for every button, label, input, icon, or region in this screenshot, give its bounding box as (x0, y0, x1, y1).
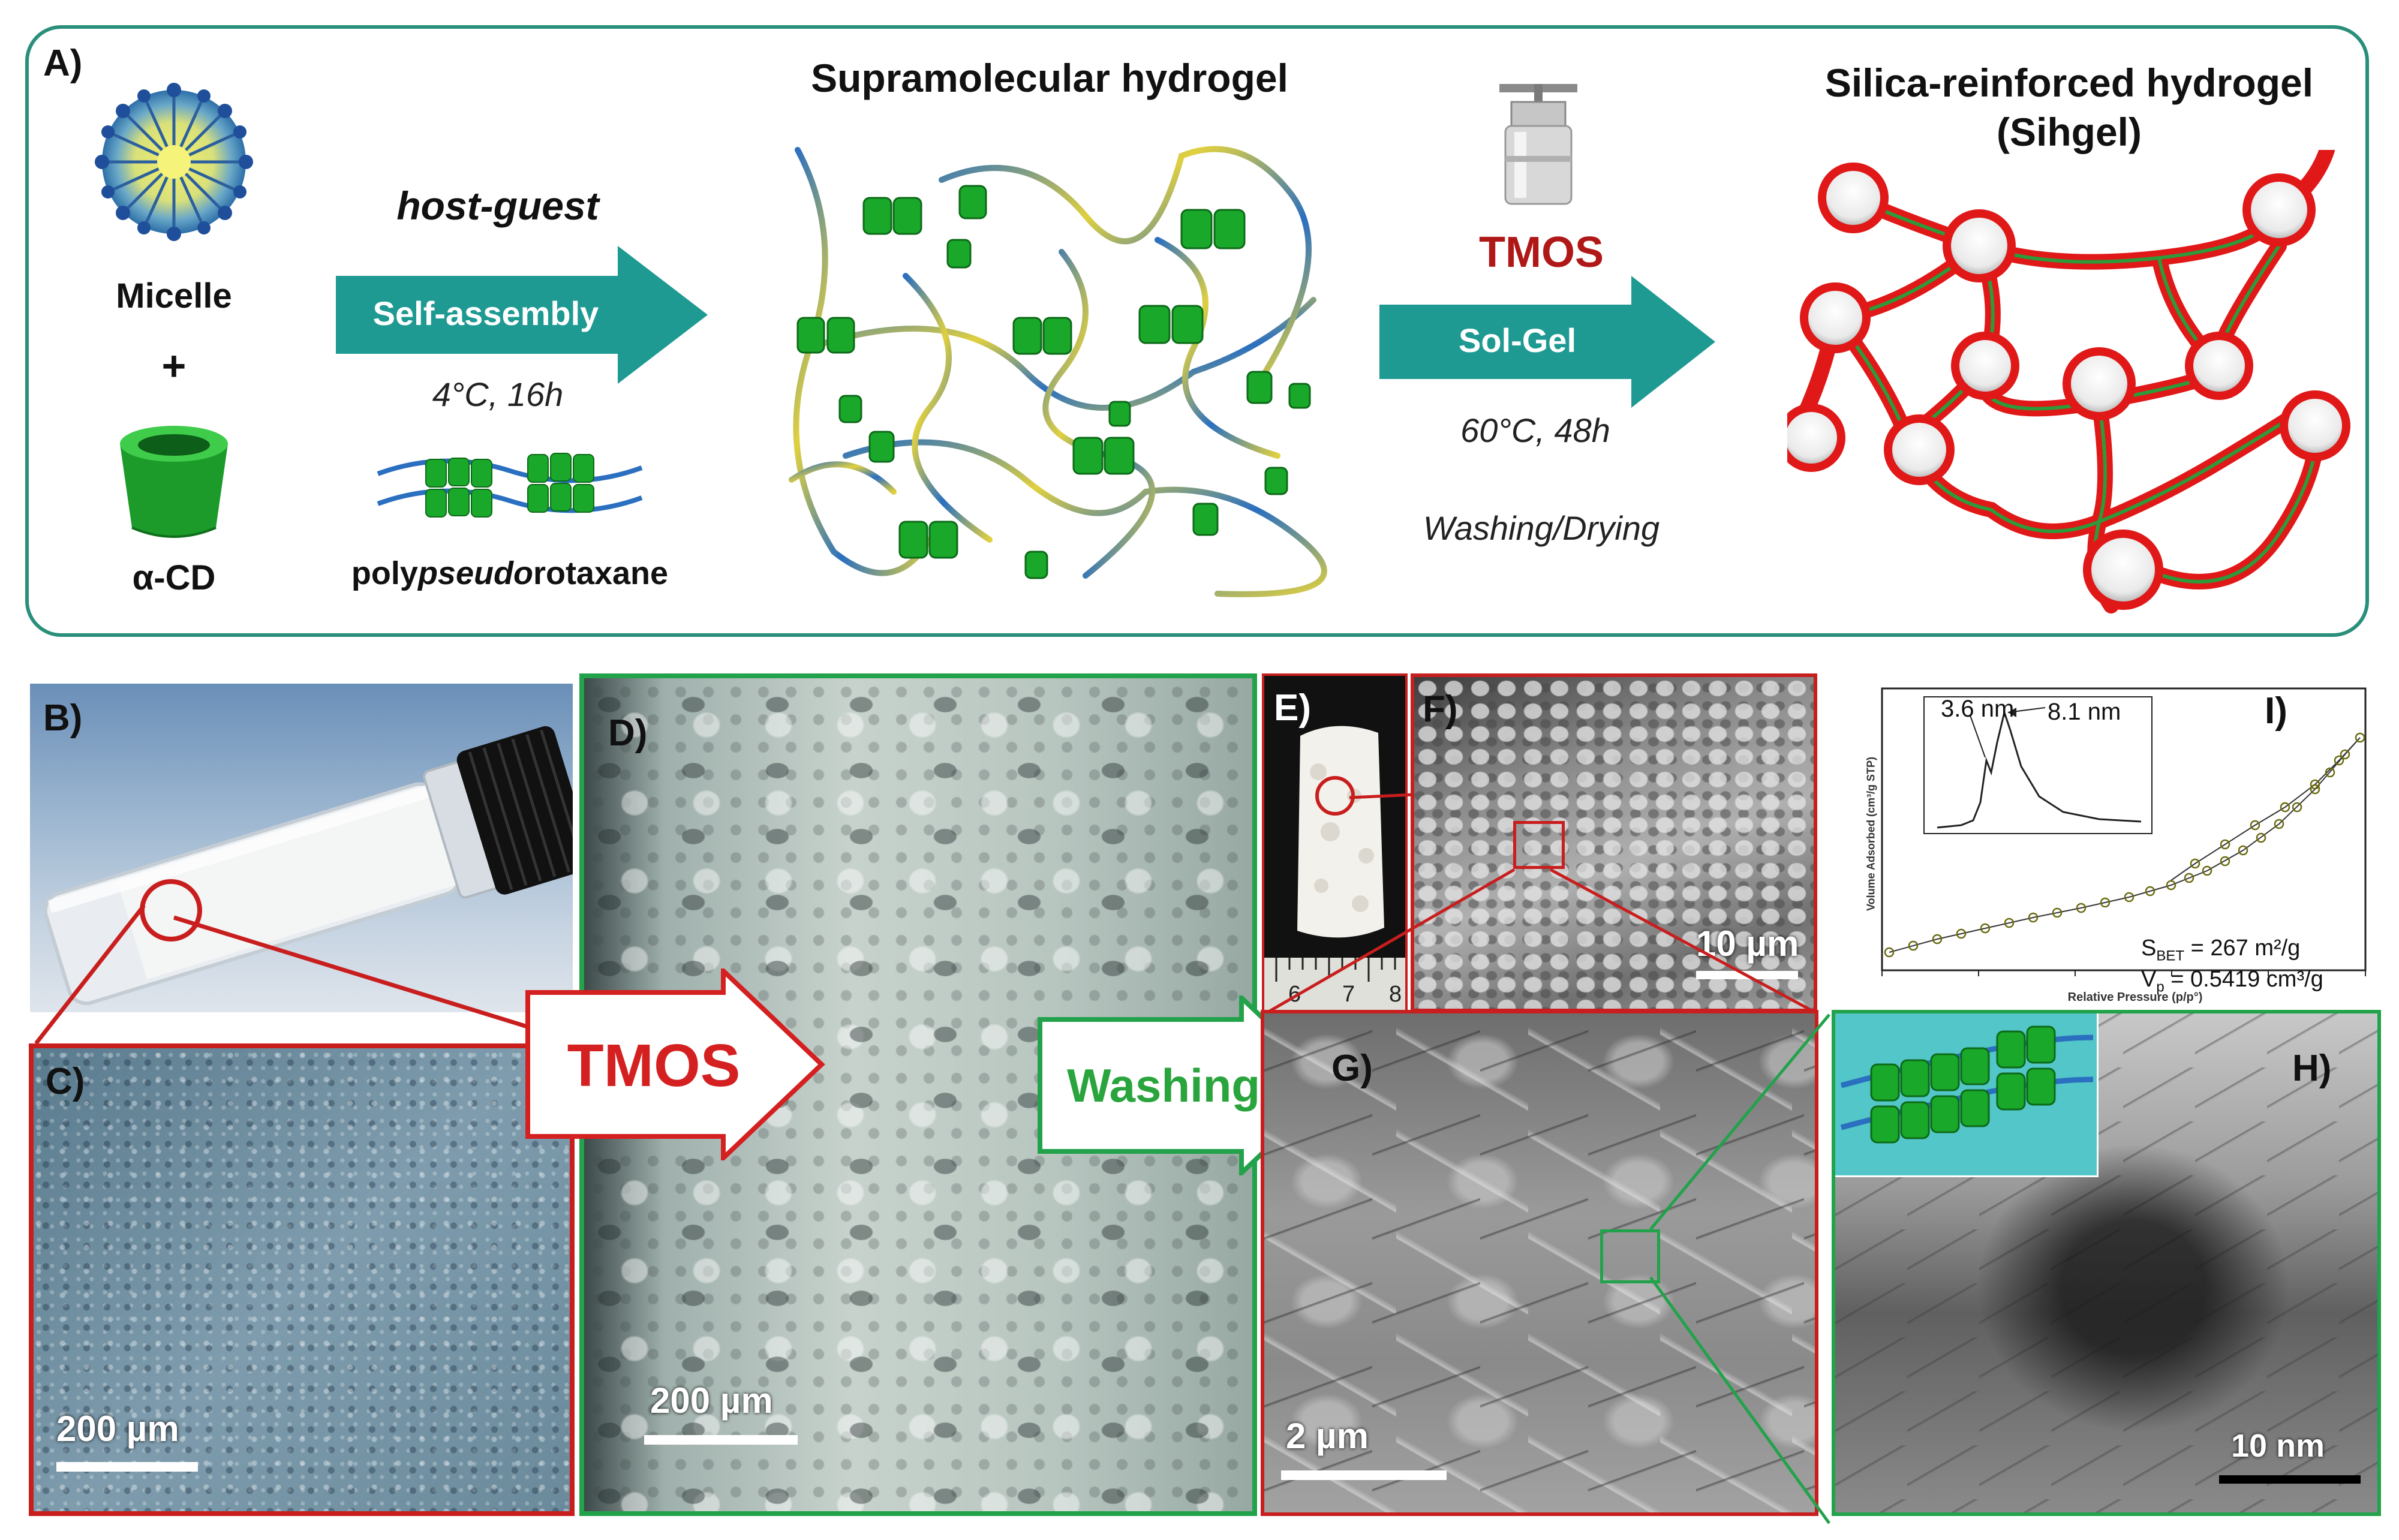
panel-d-scale-bar (644, 1435, 798, 1445)
sol-gel-arrow (1379, 276, 1715, 408)
vp-symbol: V (2141, 967, 2157, 992)
tmos-reagent-label: TMOS (1479, 228, 1604, 276)
ppr-inset-icon (1840, 1025, 2094, 1144)
ppr-italic: pseudo (417, 555, 533, 591)
vial-illustration (43, 726, 573, 1006)
panel-i-ylabel: Volume Adsorbed (cm³/g STP) (1865, 756, 1877, 912)
panel-e-sample-photo: E) 6 7 8 (1262, 673, 1408, 1012)
panel-e-label: E) (1274, 687, 1311, 729)
autoclave-icon (1499, 84, 1577, 205)
supramolecular-hydrogel-title: Supramolecular hydrogel (811, 56, 1288, 100)
polypseudorotaxane-label: polypseudorotaxane (324, 555, 696, 592)
zoom-lines-f-g (1264, 868, 1818, 1015)
vp-subscript: p (2156, 979, 2164, 995)
ruler-tick-6: 6 (1288, 982, 1301, 1007)
sihgel-title: Silica-reinforced hydrogel (Sihgel) (1769, 60, 2369, 155)
desorption-curve (2170, 737, 2361, 881)
alpha-cd-label: α-CD (132, 558, 216, 597)
sihgel-network (1787, 150, 2350, 613)
polypseudorotaxane-icon (377, 453, 643, 518)
sihgel-title-line2: (Sihgel) (1997, 110, 2142, 154)
tmos-process-label: TMOS (567, 1032, 741, 1099)
panel-i-isotherm (1847, 670, 2375, 1006)
panel-h-tem: H) 10 nm (1832, 1010, 2381, 1516)
panel-f-sem: F) 10 µm (1411, 673, 1817, 1012)
washing-drying-label: Washing/Drying (1423, 509, 1660, 547)
host-guest-label: host-guest (396, 184, 599, 228)
panel-g-zoom-box (1600, 1229, 1660, 1283)
washing-process-label: Washing (1066, 1059, 1261, 1112)
panel-b-vial-photo: B) (30, 684, 573, 1012)
panel-c-label: C) (46, 1061, 85, 1102)
panel-h-label: H) (2292, 1048, 2332, 1089)
panel-f-zoom-box (1513, 821, 1565, 869)
panel-c-scale-bar (56, 1462, 198, 1472)
micelle-label: Micelle (116, 276, 232, 315)
sbet-annotation: SBET = 267 m²/g (2141, 936, 2300, 965)
panel-h-inset (1835, 1013, 2099, 1177)
panel-g-label: G) (1331, 1048, 1373, 1089)
psd-peak-2: 8.1 nm (2048, 699, 2121, 725)
self-assembly-label: Self-assembly (372, 294, 599, 332)
panel-h-scale-text: 10 nm (2231, 1428, 2325, 1464)
panel-h-scale-bar (2219, 1475, 2361, 1484)
panel-d-label: D) (608, 712, 648, 754)
panel-f-label: F) (1423, 688, 1458, 730)
sbet-symbol: S (2141, 936, 2157, 961)
vp-value: = 0.5419 cm³/g (2164, 967, 2323, 992)
plus-sign: + (161, 342, 187, 389)
panel-g-scale-bar (1281, 1470, 1447, 1480)
zoom-lines-b-c (34, 904, 583, 1046)
white-monolith (1264, 726, 1405, 1010)
zoom-lines-g-h (1649, 1013, 1831, 1524)
panel-b-label: B) (43, 697, 83, 739)
panel-a-label: A) (43, 43, 83, 84)
ppr-prefix: poly (351, 555, 418, 591)
self-assembly-conditions: 4°C, 16h (432, 375, 564, 413)
panel-g-scale-text: 2 µm (1286, 1416, 1369, 1456)
sihgel-title-line1: Silica-reinforced hydrogel (1824, 61, 2314, 105)
self-assembly-arrow (336, 246, 708, 384)
panel-c-micrograph: C) 200 µm (29, 1043, 575, 1516)
sol-gel-label: Sol-Gel (1458, 321, 1577, 359)
vp-annotation: Vp = 0.5419 cm³/g (2141, 967, 2323, 996)
panel-c-scale-text: 200 µm (56, 1409, 179, 1449)
sol-gel-conditions: 60°C, 48h (1460, 411, 1610, 449)
psd-peak-1: 3.6 nm (1941, 696, 2015, 722)
alpha-cd-icon (120, 426, 228, 538)
ppr-suffix: rotaxane (533, 555, 669, 591)
ruler-tick-8: 8 (1389, 982, 1402, 1007)
supramolecular-hydrogel-network (789, 146, 1327, 597)
ruler-tick-7: 7 (1342, 982, 1355, 1007)
sbet-value: = 267 m²/g (2184, 936, 2301, 961)
tmos-process-arrow (525, 968, 825, 1160)
panel-i-xlabel: Relative Pressure (p/p°) (2067, 991, 2203, 1004)
sbet-subscript: BET (2156, 948, 2185, 964)
micelle-icon (95, 83, 253, 241)
panel-d-scale-text: 200 µm (650, 1380, 773, 1421)
psd-curve (1937, 709, 2142, 829)
panel-g-sem: G) 2 µm (1261, 1010, 1818, 1516)
panel-i-label: I) (2265, 690, 2287, 732)
